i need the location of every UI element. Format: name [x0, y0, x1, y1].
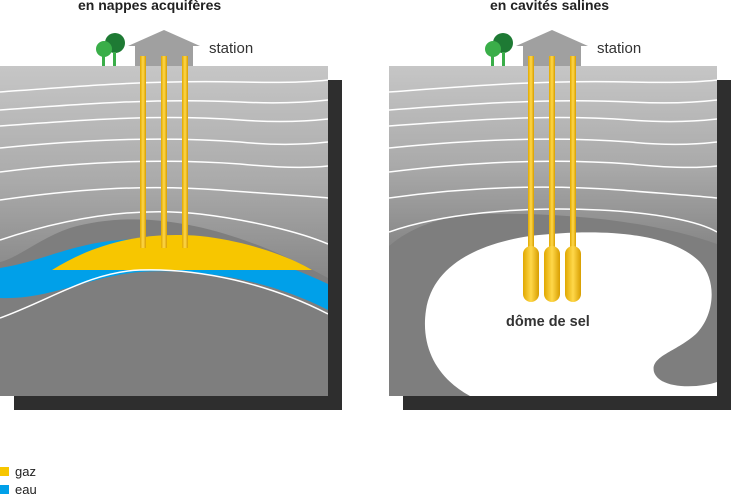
gas-cavity	[565, 246, 581, 302]
station-label-right: station	[597, 40, 642, 57]
gas-cavity	[523, 246, 539, 302]
legend-label-water: eau	[15, 481, 37, 497]
aquifer-panel	[0, 30, 342, 410]
legend-item-water: eau	[0, 480, 37, 498]
tree-icon	[485, 33, 513, 66]
well-pipes	[140, 56, 188, 248]
water-swatch	[0, 484, 9, 494]
gas-swatch	[0, 466, 9, 476]
well-pipes	[528, 56, 576, 252]
legend-label-gas: gaz	[15, 463, 36, 479]
salt-dome	[424, 232, 717, 396]
gas-cavity	[544, 246, 560, 302]
legend: gaz eau	[0, 462, 37, 498]
tree-icon	[96, 33, 125, 66]
gas-cap	[52, 235, 312, 270]
salt-cavity-panel	[389, 30, 731, 410]
salt-dome-label: dôme de sel	[506, 314, 590, 330]
strata-lines	[389, 79, 717, 233]
legend-item-gas: gaz	[0, 462, 37, 480]
salt-cavity-title: en cavités salines	[490, 0, 610, 13]
aquifer-title: en nappes acquifères	[78, 0, 222, 13]
station-label-left: station	[209, 40, 254, 57]
gas-cavities	[523, 246, 581, 302]
strata-lines	[0, 79, 328, 319]
